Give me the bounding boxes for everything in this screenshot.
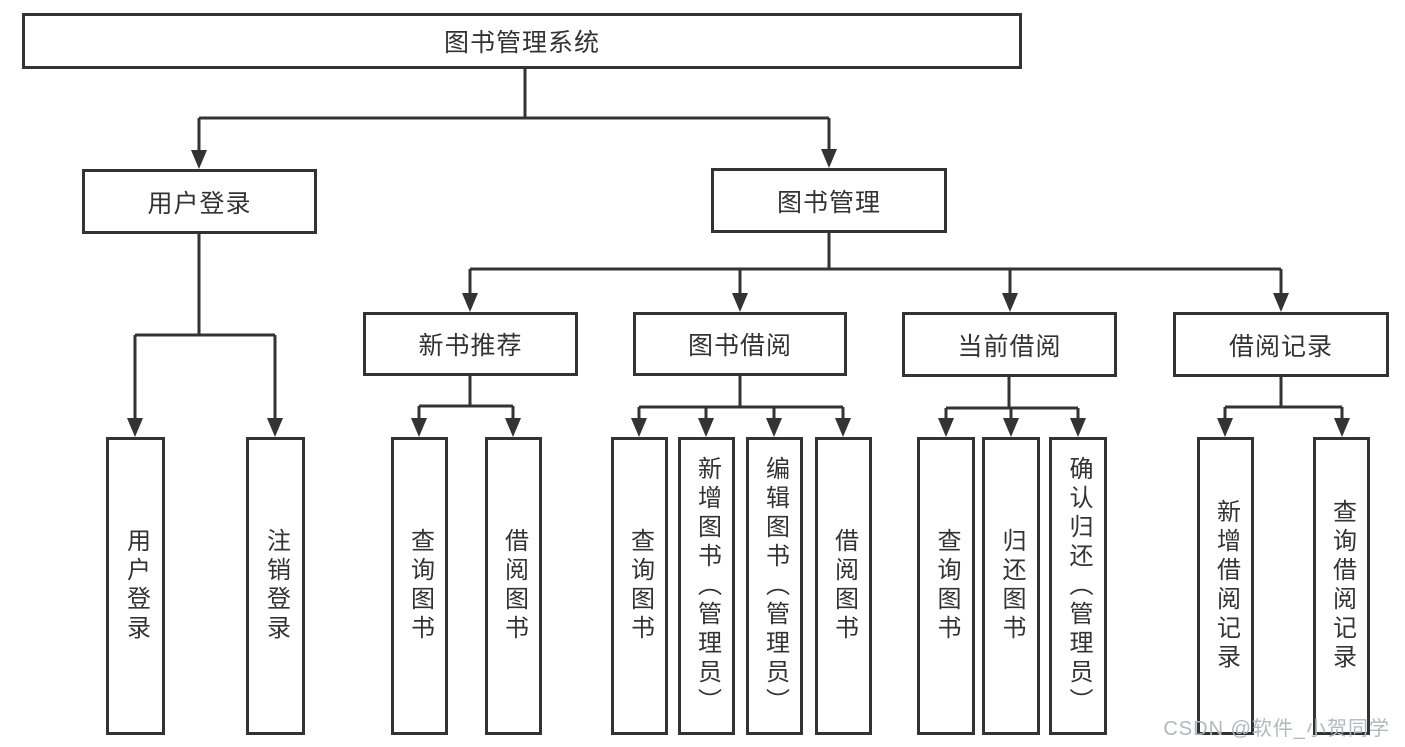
leaf-query-books-current: 查询图书 [917, 437, 975, 735]
arrowhead-icon [1003, 418, 1019, 437]
arrowhead-icon [835, 418, 851, 437]
leaf-logout: 注销登录 [246, 437, 305, 735]
node-new-book-recommend: 新书推荐 [363, 312, 578, 376]
node-label: 新书推荐 [418, 332, 523, 360]
leaf-borrow-books: 借阅图书 [815, 437, 872, 735]
arrowhead-icon [267, 418, 283, 437]
arrowhead-icon [821, 149, 837, 168]
node-label: 确认归还（管理员） [1065, 455, 1092, 717]
connector-line [944, 377, 1080, 420]
node-label: 用户登录 [147, 189, 252, 218]
node-label: 图书管理 [776, 188, 881, 217]
leaf-query-books-recommend: 查询图书 [391, 437, 448, 735]
connector-line [468, 233, 1283, 295]
arrowhead-icon [631, 418, 647, 437]
csdn-watermark: CSDN @软件_小贺同学 [1163, 718, 1390, 740]
connector-line [417, 376, 515, 420]
arrowhead-icon [1217, 418, 1233, 437]
connector-borrow-records [1217, 377, 1350, 437]
node-label: 新增借阅记录 [1212, 499, 1240, 673]
arrowhead-icon [505, 418, 521, 437]
arrowhead-icon [191, 150, 207, 169]
node-borrow-records: 借阅记录 [1173, 312, 1389, 377]
connector-line [197, 69, 831, 152]
node-label: 用户登录 [122, 528, 150, 644]
arrowhead-icon [1002, 293, 1018, 312]
node-label: 编辑图书（管理员） [761, 455, 789, 717]
node-label: 借阅记录 [1228, 332, 1333, 361]
connector-line [1223, 377, 1344, 420]
leaf-user-login: 用户登录 [106, 437, 165, 735]
node-user-login: 用户登录 [82, 169, 317, 234]
leaf-query-books-borrow: 查询图书 [611, 437, 668, 735]
leaf-borrow-books-recommend: 借阅图书 [485, 437, 542, 735]
node-label: 当前借阅 [957, 332, 1062, 361]
connector-book-borrow [631, 376, 851, 437]
arrowhead-icon [766, 418, 782, 437]
node-book-management: 图书管理 [711, 168, 947, 233]
node-label: 注销登录 [262, 528, 290, 644]
node-label: 借阅图书 [500, 528, 528, 644]
leaf-confirm-return-admin: 确认归还（管理员） [1049, 437, 1107, 735]
node-label: 图书管理系统 [443, 29, 600, 57]
connector-new-book-recommend [411, 376, 521, 437]
connector-root [191, 69, 837, 169]
node-label: 借阅图书 [830, 528, 858, 644]
node-label: 归还图书 [998, 528, 1025, 644]
node-label: 新增图书（管理员） [693, 455, 721, 717]
arrowhead-icon [1334, 418, 1350, 437]
leaf-add-borrow-record: 新增借阅记录 [1197, 437, 1254, 735]
leaf-return-book: 归还图书 [982, 437, 1040, 735]
node-label: 查询借阅记录 [1328, 499, 1356, 673]
connector-line [133, 234, 277, 420]
node-book-borrow: 图书借阅 [633, 312, 847, 376]
node-label: 查询图书 [406, 528, 434, 644]
leaf-edit-book-admin: 编辑图书（管理员） [746, 437, 803, 735]
leaf-query-borrow-record: 查询借阅记录 [1313, 437, 1370, 735]
leaf-add-book-admin: 新增图书（管理员） [678, 437, 735, 735]
arrowhead-icon [1070, 418, 1086, 437]
node-current-borrow: 当前借阅 [902, 312, 1117, 377]
connector-current-borrow [938, 377, 1086, 437]
node-root-system: 图书管理系统 [22, 13, 1022, 69]
node-label: 图书借阅 [687, 332, 792, 360]
arrowhead-icon [462, 293, 478, 312]
connector-book-management [462, 233, 1289, 312]
connector-user-login [127, 234, 283, 437]
arrowhead-icon [127, 418, 143, 437]
arrowhead-icon [732, 293, 748, 312]
arrowhead-icon [1273, 293, 1289, 312]
node-label: 查询图书 [933, 528, 960, 644]
arrowhead-icon [698, 418, 714, 437]
node-label: 查询图书 [626, 528, 654, 644]
arrowhead-icon [938, 418, 954, 437]
connector-line [637, 376, 845, 420]
arrowhead-icon [411, 418, 427, 437]
